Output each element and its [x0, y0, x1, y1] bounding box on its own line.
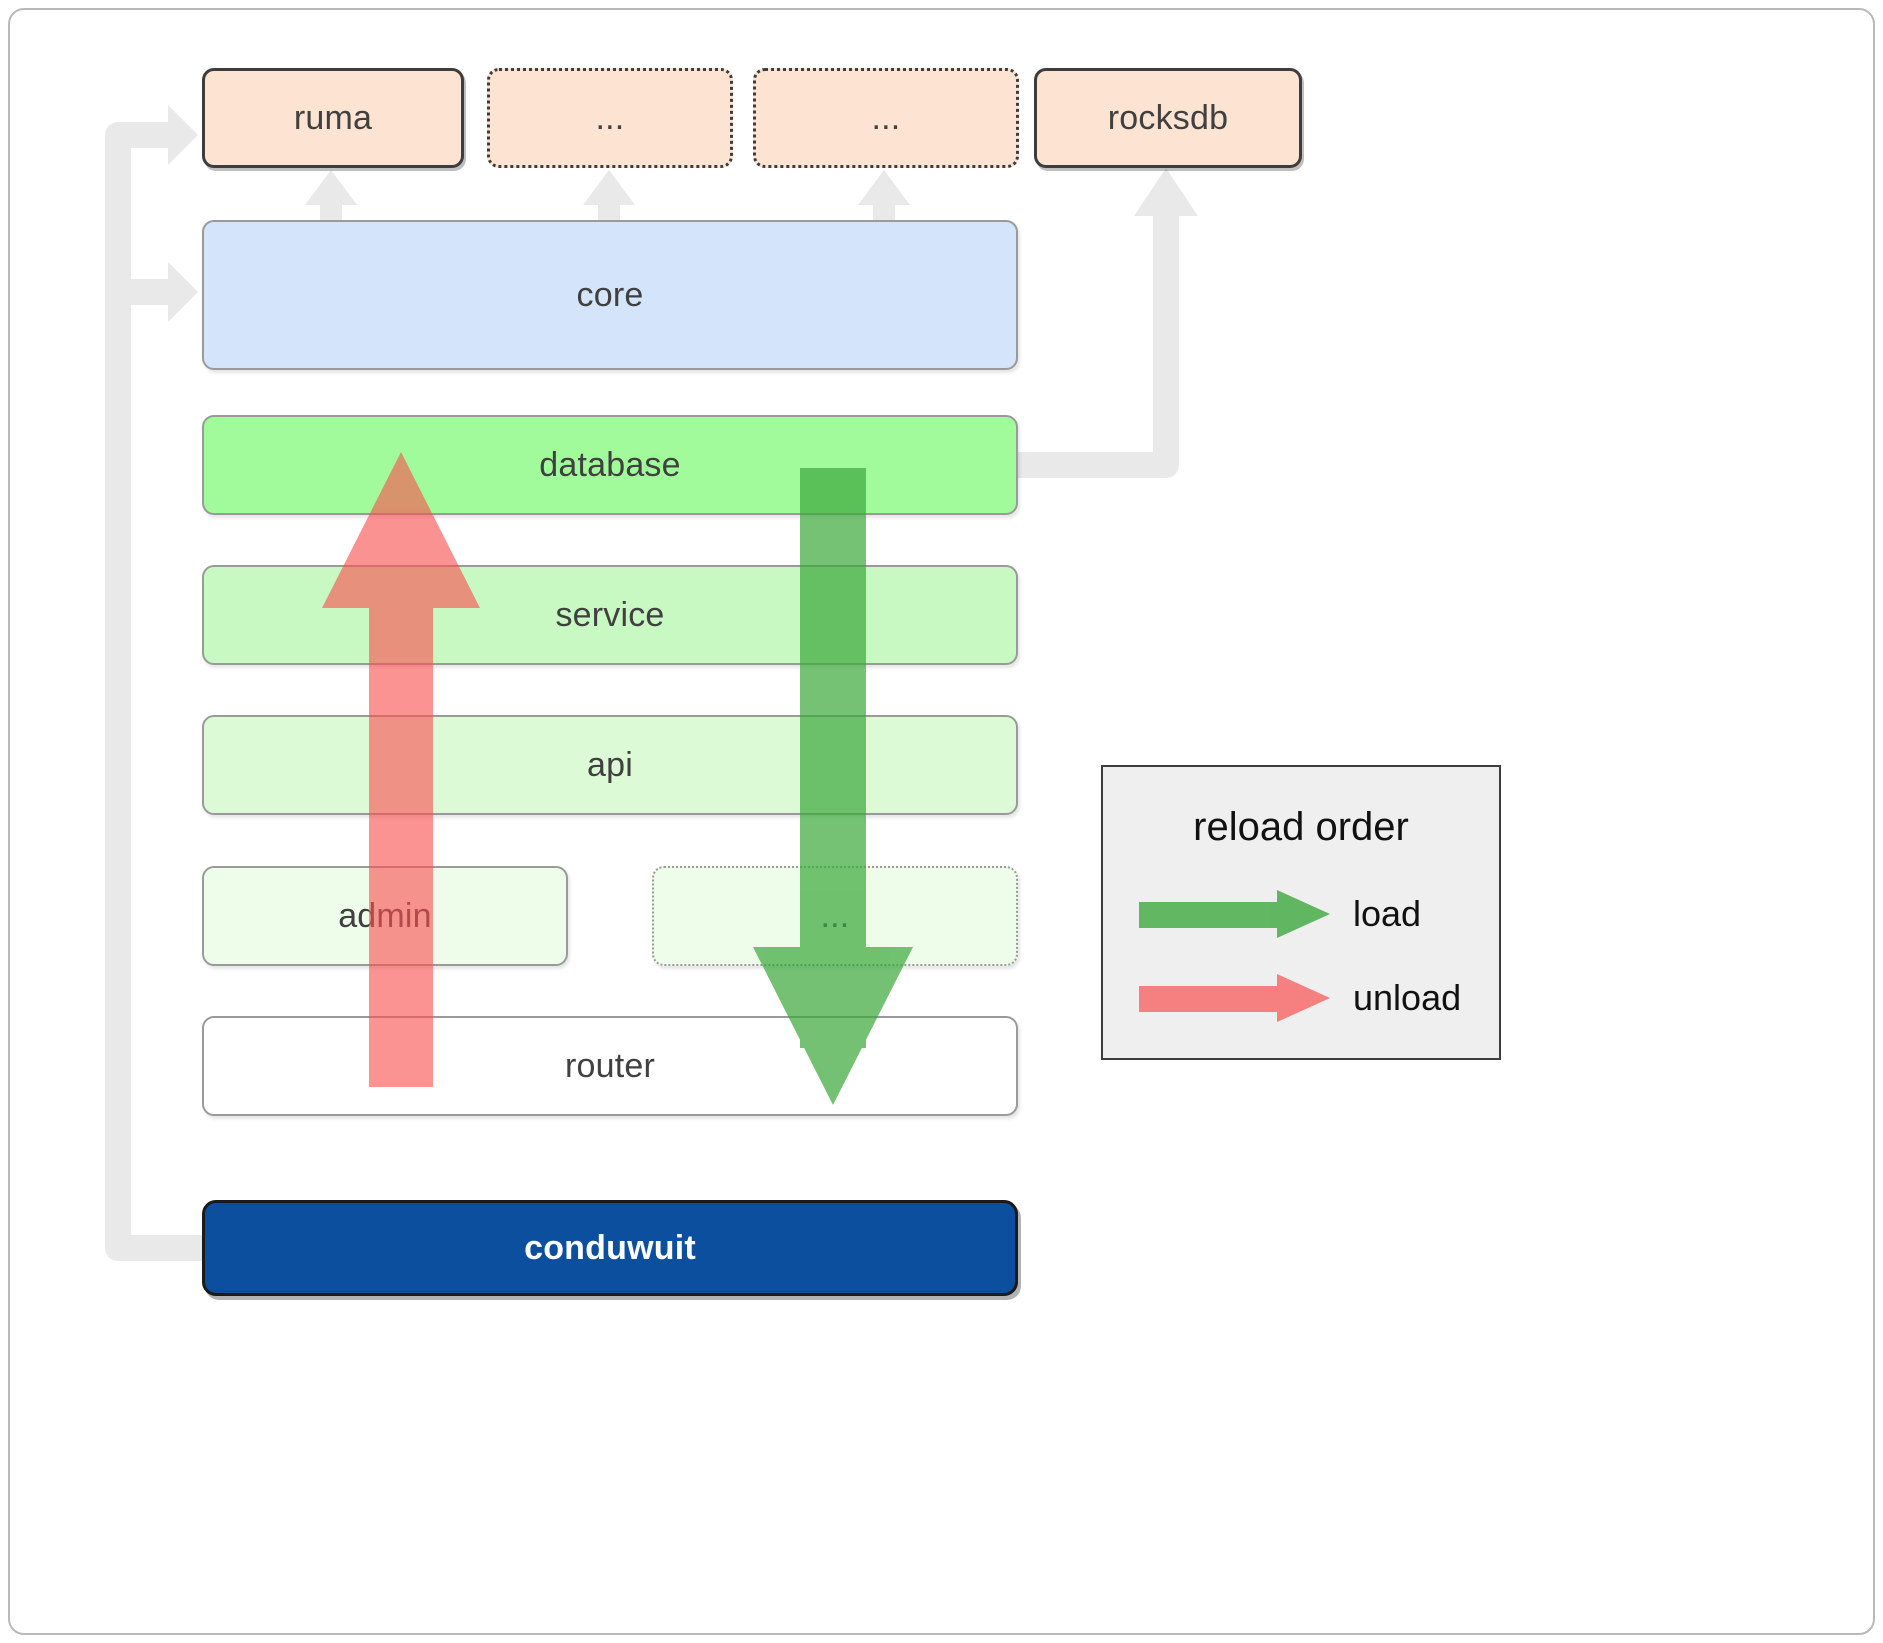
legend-label-load: load: [1353, 893, 1422, 934]
crate-box-core[interactable]: core: [202, 220, 1018, 370]
dependency-box-ruma[interactable]: ruma: [202, 68, 464, 168]
crate-label: api: [587, 745, 633, 784]
crate-box-service[interactable]: service: [202, 565, 1018, 665]
legend-title: reload order: [1193, 805, 1409, 849]
binary-label: conduwuit: [524, 1228, 696, 1267]
legend-item-load: load: [1137, 875, 1421, 953]
dependency-label: ...: [871, 98, 901, 137]
dependency-box-rocksdb[interactable]: rocksdb: [1034, 68, 1302, 168]
crate-box-admin[interactable]: admin: [202, 866, 568, 966]
dependency-label: ...: [595, 98, 625, 137]
dependency-box-ellipsis-2[interactable]: ...: [753, 68, 1019, 168]
unload-arrow-icon: [1139, 974, 1330, 1022]
crate-label: database: [539, 445, 681, 484]
crate-box-api[interactable]: api: [202, 715, 1018, 815]
legend-label-unload: unload: [1353, 977, 1462, 1018]
crate-box-router[interactable]: router: [202, 1016, 1018, 1116]
dependency-label: rocksdb: [1107, 98, 1229, 137]
binary-box-conduwuit[interactable]: conduwuit: [202, 1200, 1018, 1296]
legend-item-unload: unload: [1137, 959, 1461, 1037]
crate-label: core: [576, 275, 644, 314]
crate-box-ellipsis[interactable]: ...: [652, 866, 1018, 966]
dependency-label: ruma: [293, 98, 373, 137]
load-arrow-icon: [1139, 890, 1330, 938]
dependency-box-ellipsis-1[interactable]: ...: [487, 68, 733, 168]
crate-label: router: [564, 1046, 656, 1085]
crate-box-database[interactable]: database: [202, 415, 1018, 515]
crate-label: admin: [338, 896, 432, 935]
crate-label: ...: [820, 896, 850, 935]
crate-label: service: [555, 595, 665, 634]
legend-panel: reload order load unload: [1101, 765, 1501, 1060]
